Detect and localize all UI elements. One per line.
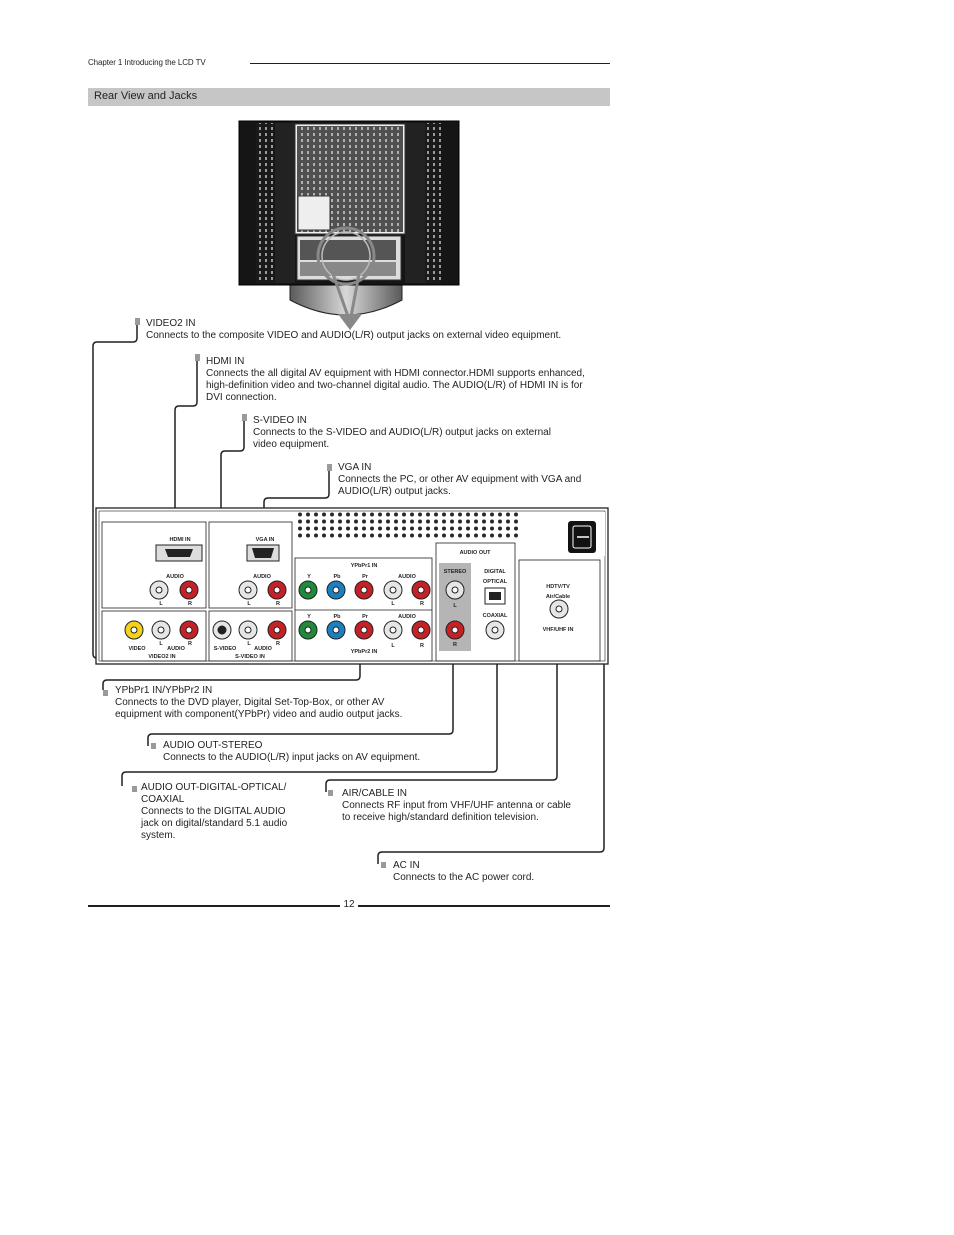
rca-jacks (124, 580, 569, 640)
label-coaxial: COAXIAL (483, 613, 508, 619)
desc-optical-line: Connects to the DIGITAL AUDIO (141, 806, 286, 817)
desc-air-cable-in: AIR/CABLE IN Connects RF input from VHF/… (342, 788, 571, 824)
label-s-video: S-VIDEO (214, 646, 237, 652)
label-ypbpr2-in: YPbPr2 IN (351, 649, 378, 655)
desc-aircable-title: AIR/CABLE IN (342, 788, 408, 799)
label-vga-in: VGA IN (256, 537, 275, 543)
label-r: R (420, 601, 424, 607)
desc-ypbpr-in: YPbPr1 IN/YPbPr2 IN Connects to the DVD … (115, 685, 402, 721)
header-rule (250, 63, 610, 64)
section-title: Rear View and Jacks (94, 90, 198, 102)
desc-optical-title: COAXIAL (141, 794, 185, 805)
label-stereo: STEREO (444, 569, 467, 575)
desc-ypbpr-line: equipment with component(YPbPr) video an… (115, 709, 403, 720)
footer-rule-right (358, 905, 610, 907)
desc-audio-out-optical: AUDIO OUT-DIGITAL-OPTICAL/ COAXIAL Conne… (141, 782, 287, 842)
desc-stereo-title: AUDIO OUT-STEREO (163, 740, 263, 751)
footer-rule-left (88, 905, 340, 907)
label-audio-hdmi: AUDIO (166, 574, 184, 580)
label-audio-video2: AUDIO (167, 646, 185, 652)
label-r: R (453, 642, 457, 648)
desc-hdmi-line: Connects the all digital AV equipment wi… (206, 368, 585, 379)
label-l: L (247, 641, 251, 647)
label-r: R (420, 643, 424, 649)
label-hdtv-tv: HDTV/TV (546, 584, 570, 590)
label-hdmi-in: HDMI IN (169, 537, 190, 543)
label-l: L (391, 643, 395, 649)
desc-aircable-line: to receive high/standard definition tele… (342, 812, 539, 823)
label-video: VIDEO (128, 646, 146, 652)
desc-aircable-line: Connects RF input from VHF/UHF antenna o… (342, 800, 571, 811)
desc-acin-title: AC IN (393, 860, 420, 871)
label-r: R (276, 641, 280, 647)
label-pr: Pr (362, 574, 369, 580)
label-digital: DIGITAL (484, 569, 506, 575)
desc-svideo-title: S-VIDEO IN (253, 415, 307, 426)
label-y: Y (307, 574, 311, 580)
label-audio-out: AUDIO OUT (460, 550, 492, 556)
label-s-video-in: S-VIDEO IN (235, 654, 265, 660)
tv-rear-back (238, 120, 460, 330)
label-pr: Pr (362, 614, 369, 620)
label-r: R (276, 601, 280, 607)
label-air-cable: Air/Cable (546, 594, 570, 600)
desc-ypbpr-title: YPbPr1 IN/YPbPr2 IN (115, 685, 213, 696)
label-l: L (159, 601, 163, 607)
label-vhf-uhf-in: VHF/UHF IN (543, 627, 574, 633)
desc-audio-out-stereo: AUDIO OUT-STEREO Connects to the AUDIO(L… (163, 740, 420, 764)
desc-svideo-line: video equipment. (253, 439, 330, 450)
label-l: L (247, 601, 251, 607)
desc-vga-title: VGA IN (338, 462, 372, 473)
desc-ypbpr-line: Connects to the DVD player, Digital Set-… (115, 697, 385, 708)
desc-video2-in: VIDEO2 IN Connects to the composite VIDE… (146, 318, 561, 342)
label-pb: Pb (333, 614, 341, 620)
page-number: 12 (343, 899, 355, 910)
desc-vga-line: AUDIO(L/R) output jacks. (338, 486, 451, 497)
label-r: R (188, 641, 192, 647)
desc-hdmi-in: HDMI IN Connects the all digital AV equi… (206, 356, 585, 404)
label-video2-in: VIDEO2 IN (148, 654, 175, 660)
label-audio-svideo: AUDIO (254, 646, 272, 652)
desc-hdmi-title: HDMI IN (206, 356, 245, 367)
desc-hdmi-line: DVI connection. (206, 392, 277, 403)
label-ypbpr1-in: YPbPr1 IN (351, 563, 378, 569)
section-band: Rear View and Jacks (88, 88, 610, 106)
desc-stereo-text: Connects to the AUDIO(L/R) input jacks o… (163, 752, 421, 763)
label-y: Y (307, 614, 311, 620)
desc-ac-in: AC IN Connects to the AC power cord. (393, 860, 534, 884)
desc-hdmi-line: high-definition video and two-channel di… (206, 380, 583, 391)
label-l: L (453, 603, 457, 609)
jack-panel (95, 507, 609, 665)
label-l: L (159, 641, 163, 647)
desc-optical-line: system. (141, 830, 176, 841)
desc-acin-text: Connects to the AC power cord. (393, 872, 535, 883)
desc-video2-text: Connects to the composite VIDEO and AUDI… (146, 330, 562, 341)
desc-vga-line: Connects the PC, or other AV equipment w… (338, 474, 582, 485)
label-l: L (391, 601, 395, 607)
desc-optical-title: AUDIO OUT-DIGITAL-OPTICAL/ (141, 782, 287, 793)
label-audio-ypbpr2: AUDIO (398, 614, 416, 620)
label-optical: OPTICAL (483, 579, 508, 585)
desc-svideo-line: Connects to the S-VIDEO and AUDIO(L/R) o… (253, 427, 551, 438)
leader-lines (92, 325, 605, 864)
label-audio-ypbpr1: AUDIO (398, 574, 416, 580)
label-pb: Pb (333, 574, 341, 580)
desc-vga-in: VGA IN Connects the PC, or other AV equi… (338, 462, 581, 498)
label-r: R (188, 601, 192, 607)
desc-optical-line: jack on digital/standard 5.1 audio (141, 818, 288, 829)
chapter-header: Chapter 1 Introducing the LCD TV (88, 58, 206, 67)
desc-video2-title: VIDEO2 IN (146, 318, 196, 329)
desc-s-video-in: S-VIDEO IN Connects to the S-VIDEO and A… (253, 415, 551, 451)
label-audio-vga: AUDIO (253, 574, 271, 580)
